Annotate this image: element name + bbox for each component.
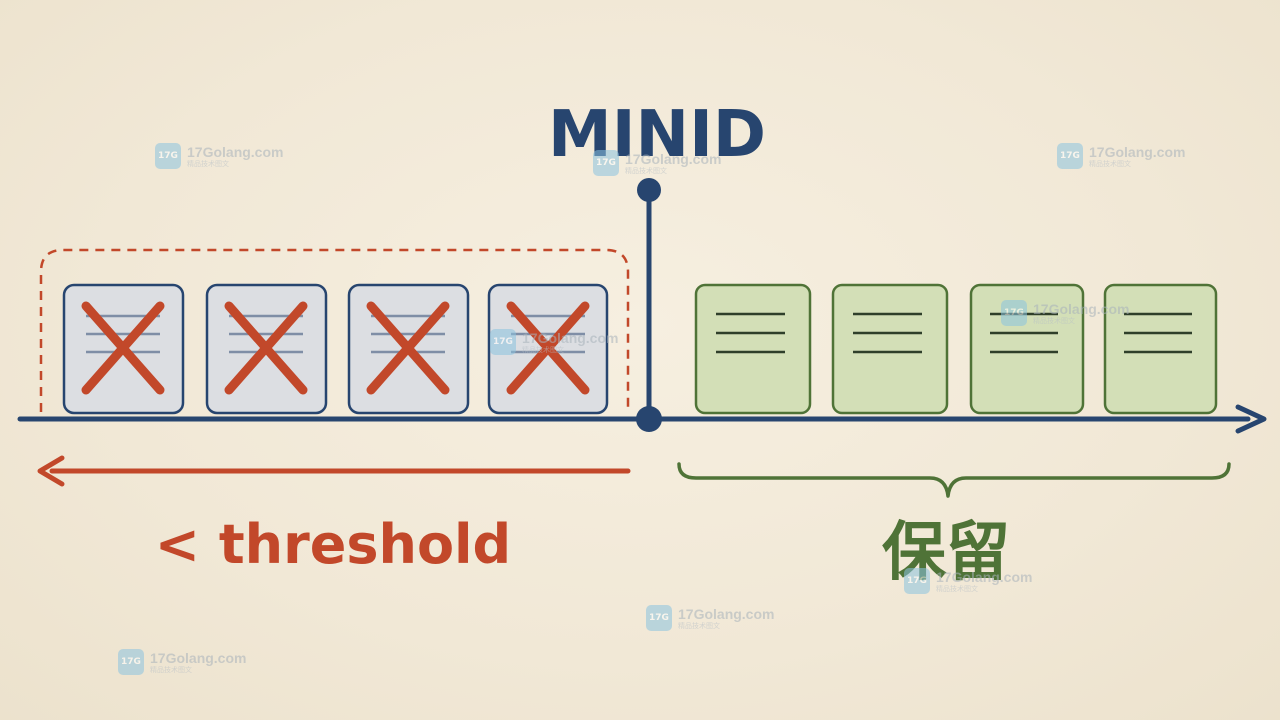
deleted-entries [62, 283, 609, 415]
minid-label: MINID [548, 98, 766, 172]
kept-entry [694, 283, 812, 415]
threshold-arrowhead-icon [37, 455, 65, 487]
kept-entries [694, 283, 1218, 415]
kept-region-brace [677, 462, 1231, 498]
kept-entry [969, 283, 1085, 415]
threshold-label: < threshold [155, 513, 511, 576]
timeline-arrowhead-icon [1235, 404, 1267, 434]
deleted-entry [62, 283, 185, 415]
delete-cross-icon [224, 301, 308, 395]
delete-cross-icon [81, 301, 165, 395]
delete-cross-icon [506, 301, 590, 395]
deleted-entry [347, 283, 470, 415]
delete-cross-icon [366, 301, 450, 395]
kept-entry [831, 283, 949, 415]
deleted-entry [487, 283, 609, 415]
deleted-entry [205, 283, 328, 415]
deleted-region-bracket [39, 248, 630, 412]
kept-label: 保留 [882, 516, 1010, 590]
minid-marker [636, 178, 662, 432]
kept-entry [1103, 283, 1218, 415]
